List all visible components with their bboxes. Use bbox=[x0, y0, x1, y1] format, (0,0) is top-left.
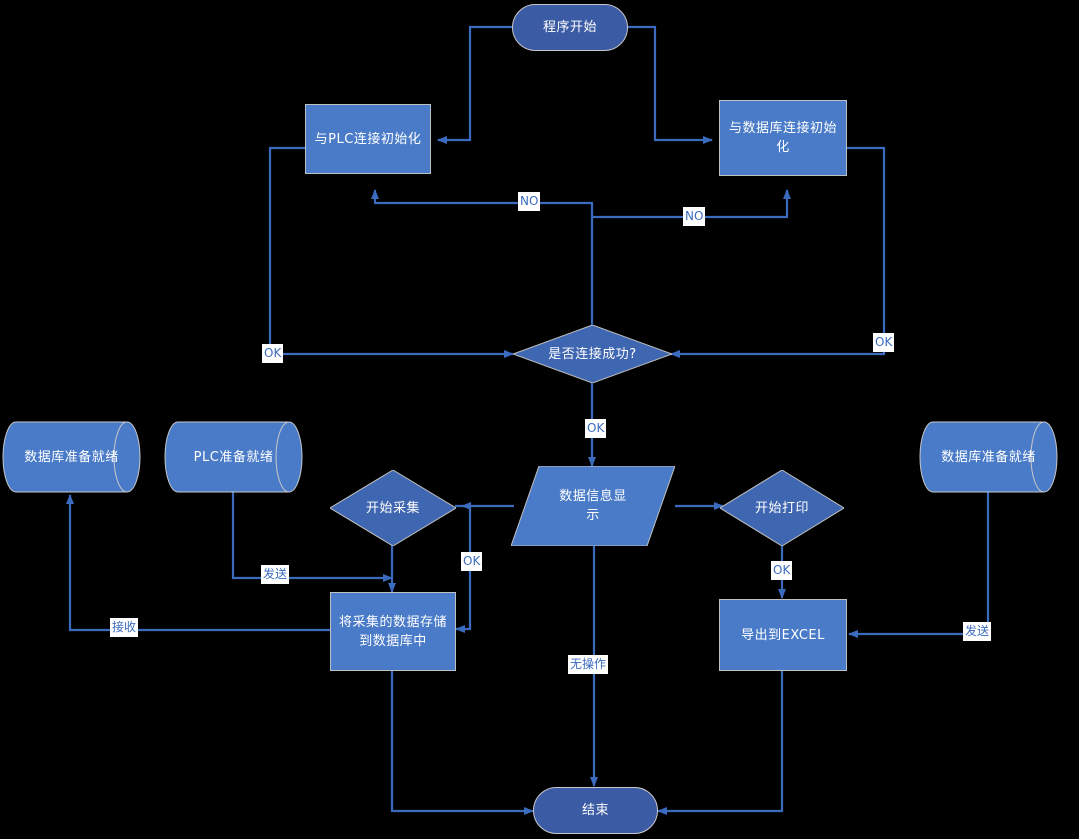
cylinder-shape bbox=[919, 421, 1058, 493]
node-plc-ready[interactable]: PLC准备就绪 bbox=[164, 421, 303, 493]
edge-db-init-to-decision bbox=[670, 146, 886, 358]
diamond-shape bbox=[513, 325, 672, 383]
node-start-print-label: 开始打印 bbox=[754, 500, 809, 516]
node-end[interactable]: 结束 bbox=[533, 787, 658, 834]
edge-plc-init-to-decision bbox=[268, 146, 514, 358]
node-db-ready-left-label: 数据库准备就绪 bbox=[24, 449, 119, 465]
diamond-shape bbox=[330, 470, 456, 546]
node-start-collect-label: 开始采集 bbox=[365, 500, 420, 516]
diamond-shape bbox=[720, 470, 844, 546]
edge-label-ok-left: OK bbox=[262, 344, 284, 363]
edge-label-send-db-right: 发送 bbox=[963, 622, 992, 641]
edge-label-ok-right: OK bbox=[873, 333, 895, 352]
edge-plc-ready-to-store bbox=[231, 492, 393, 582]
edge-store-to-db-ready bbox=[66, 494, 330, 632]
node-end-label: 结束 bbox=[581, 803, 609, 818]
node-start-print[interactable]: 开始打印 bbox=[720, 470, 844, 546]
node-plc-init-label: 与PLC连接初始化 bbox=[314, 131, 422, 147]
cylinder-shape bbox=[164, 421, 303, 493]
node-plc-init[interactable]: 与PLC连接初始化 bbox=[305, 104, 431, 174]
node-db-init[interactable]: 与数据库连接初始 化 bbox=[719, 100, 847, 176]
node-db-ready-right[interactable]: 数据库准备就绪 bbox=[919, 421, 1058, 493]
edge-label-ok-display: OK bbox=[585, 419, 607, 438]
edge-decision-no-to-plc-init bbox=[371, 189, 594, 325]
node-db-init-label: 与数据库连接初始 化 bbox=[728, 121, 837, 155]
edge-label-ok-print: OK bbox=[771, 561, 793, 580]
edge-label-no-right: NO bbox=[683, 207, 706, 226]
node-export-excel[interactable]: 导出到EXCEL bbox=[719, 599, 847, 671]
cylinder-shape bbox=[2, 421, 141, 493]
edge-start-to-db-init bbox=[628, 25, 713, 144]
parallelogram-shape bbox=[511, 466, 675, 546]
edge-db-ready-right-to-export bbox=[848, 492, 990, 638]
edge-export-to-end bbox=[657, 671, 784, 815]
edge-label-receive-db: 接收 bbox=[110, 618, 139, 637]
node-data-display-label: 数据信息显 示 bbox=[559, 489, 627, 523]
node-connection-check-label: 是否连接成功? bbox=[548, 346, 637, 362]
node-start-collect[interactable]: 开始采集 bbox=[330, 470, 456, 546]
node-db-ready-right-label: 数据库准备就绪 bbox=[941, 449, 1036, 465]
node-plc-ready-label: PLC准备就绪 bbox=[193, 449, 274, 465]
node-connection-check[interactable]: 是否连接成功? bbox=[513, 325, 672, 383]
node-start[interactable]: 程序开始 bbox=[512, 4, 628, 51]
node-db-ready-left[interactable]: 数据库准备就绪 bbox=[2, 421, 141, 493]
edge-store-to-end bbox=[390, 671, 534, 815]
edge-label-no-left: NO bbox=[518, 192, 541, 211]
node-store-to-db-label: 将采集的数据存储 到数据库中 bbox=[338, 614, 447, 649]
edge-label-no-action: 无操作 bbox=[568, 655, 609, 674]
node-store-to-db[interactable]: 将采集的数据存储 到数据库中 bbox=[330, 592, 456, 671]
node-export-excel-label: 导出到EXCEL bbox=[741, 627, 825, 643]
edge-label-ok-collect: OK bbox=[461, 552, 483, 571]
node-start-label: 程序开始 bbox=[542, 20, 597, 35]
edge-label-send-plc: 发送 bbox=[261, 565, 290, 584]
edge-decision-no-to-db-init bbox=[592, 189, 791, 219]
node-data-display[interactable]: 数据信息显 示 bbox=[511, 466, 675, 546]
edge-start-to-plc-init bbox=[437, 25, 512, 144]
